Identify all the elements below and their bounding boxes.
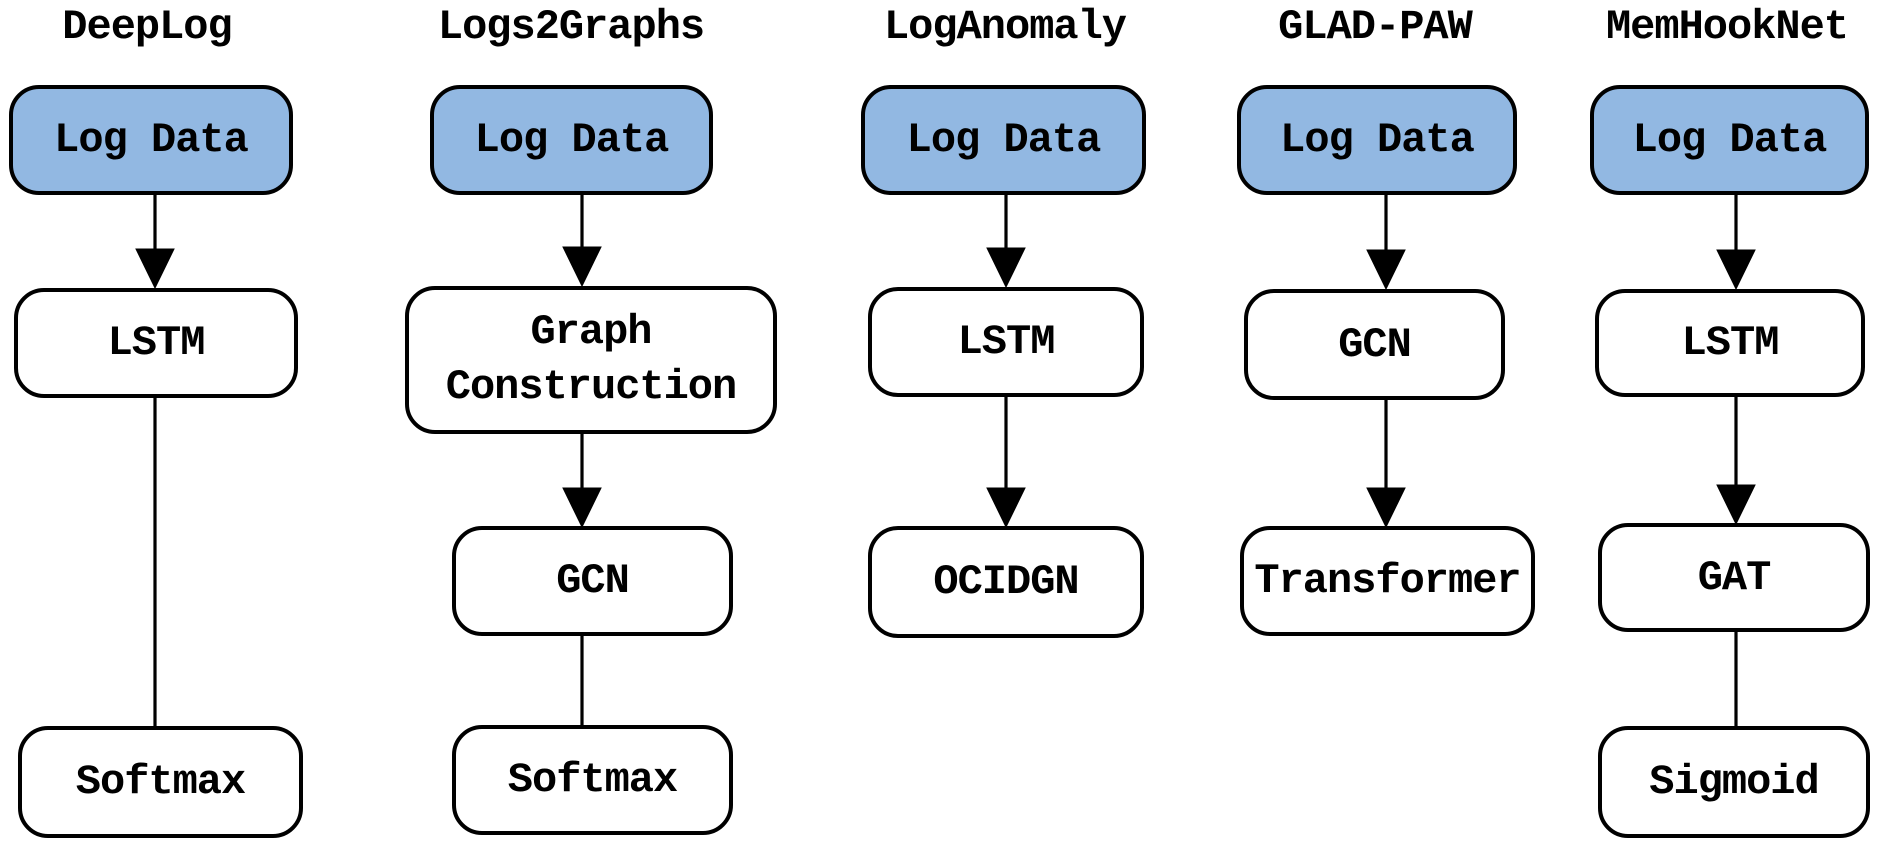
node-memhooknet-lstm: LSTM (1595, 289, 1865, 397)
node-loganomaly-log-data: Log Data (861, 85, 1146, 195)
node-logs2graphs-softmax: Softmax (452, 725, 733, 835)
node-logs2graphs-gcn: GCN (452, 526, 733, 636)
edge-memhooknet-logdata-lstm (1716, 195, 1756, 291)
node-gladpaw-transformer: Transformer (1240, 526, 1535, 636)
edge-logs2graphs-graphconstruction-gcn (562, 434, 602, 529)
node-deeplog-softmax: Softmax (18, 726, 303, 838)
edge-deeplog-logdata-lstm (135, 195, 175, 290)
edge-gladpaw-logdata-gcn (1366, 195, 1406, 291)
node-loganomaly-ocidgn: OCIDGN (868, 526, 1144, 638)
node-loganomaly-lstm: LSTM (868, 287, 1144, 397)
node-deeplog-log-data: Log Data (9, 85, 293, 195)
node-logs2graphs-graph-construction: Graph Construction (405, 286, 777, 434)
node-memhooknet-gat: GAT (1598, 523, 1870, 632)
node-gladpaw-log-data: Log Data (1237, 85, 1517, 195)
node-deeplog-lstm: LSTM (14, 288, 298, 398)
edge-gladpaw-gcn-transformer (1366, 400, 1406, 529)
column-title-gladpaw: GLAD-PAW (1278, 3, 1473, 51)
column-title-loganomaly: LogAnomaly (883, 3, 1127, 51)
column-title-logs2graphs: Logs2Graphs (437, 3, 705, 51)
edge-loganomaly-logdata-lstm (986, 195, 1026, 289)
edge-memhooknet-lstm-gat (1716, 397, 1756, 526)
node-memhooknet-sigmoid: Sigmoid (1598, 726, 1870, 838)
edge-loganomaly-lstm-ocidgn (986, 397, 1026, 529)
node-memhooknet-log-data: Log Data (1590, 85, 1869, 195)
node-gladpaw-gcn: GCN (1244, 289, 1505, 400)
node-logs2graphs-log-data: Log Data (430, 85, 713, 195)
column-title-memhooknet: MemHookNet (1605, 3, 1849, 51)
column-title-deeplog: DeepLog (62, 3, 232, 51)
edge-logs2graphs-logdata-graphconstruction (562, 195, 602, 288)
